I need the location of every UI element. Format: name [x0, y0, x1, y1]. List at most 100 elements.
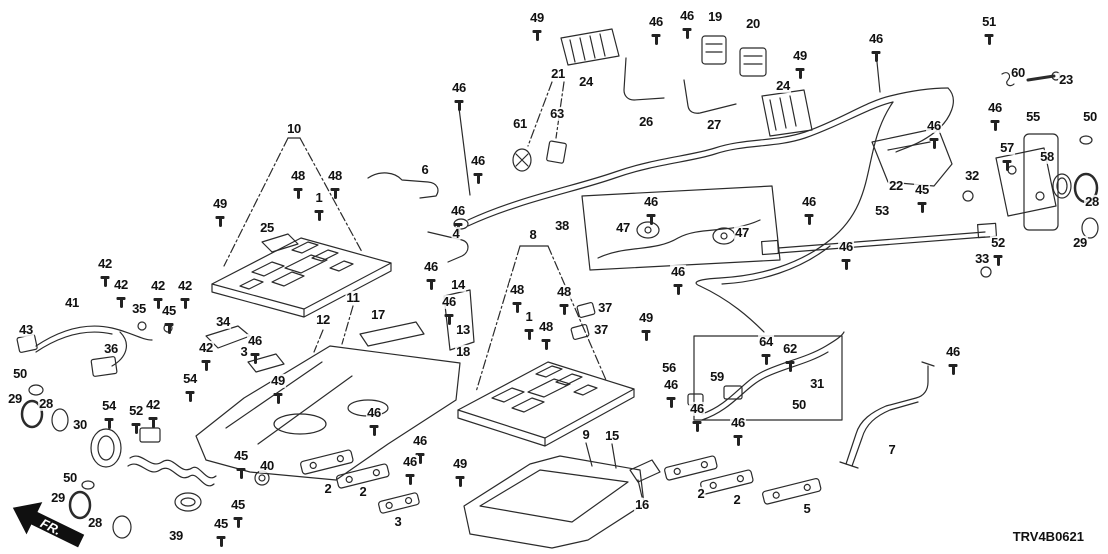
- part-callout-48[interactable]: 48: [556, 283, 572, 300]
- part-callout-56[interactable]: 56: [661, 359, 677, 376]
- part-callout-45[interactable]: 45: [233, 447, 249, 464]
- part-callout-50[interactable]: 50: [12, 365, 28, 382]
- part-callout-50[interactable]: 50: [1082, 108, 1098, 125]
- part-callout-60[interactable]: 60: [1010, 64, 1026, 81]
- part-callout-2[interactable]: 2: [323, 480, 333, 497]
- part-callout-4[interactable]: 4: [451, 225, 461, 242]
- part-callout-2[interactable]: 2: [732, 491, 742, 508]
- part-callout-39[interactable]: 39: [168, 527, 184, 544]
- part-callout-43[interactable]: 43: [18, 321, 34, 338]
- part-callout-26[interactable]: 26: [638, 113, 654, 130]
- part-callout-46[interactable]: 46: [987, 99, 1003, 116]
- part-callout-46[interactable]: 46: [451, 79, 467, 96]
- part-callout-46[interactable]: 46: [926, 117, 942, 134]
- part-callout-2[interactable]: 2: [358, 483, 368, 500]
- part-callout-49[interactable]: 49: [638, 309, 654, 326]
- part-callout-32[interactable]: 32: [964, 167, 980, 184]
- part-callout-45[interactable]: 45: [161, 302, 177, 319]
- part-callout-36[interactable]: 36: [103, 340, 119, 357]
- part-callout-2[interactable]: 2: [696, 485, 706, 502]
- part-callout-23[interactable]: 23: [1058, 71, 1074, 88]
- part-callout-62[interactable]: 62: [782, 340, 798, 357]
- part-callout-1[interactable]: 1: [524, 308, 534, 325]
- part-callout-40[interactable]: 40: [259, 457, 275, 474]
- part-callout-29[interactable]: 29: [7, 390, 23, 407]
- part-callout-42[interactable]: 42: [150, 277, 166, 294]
- part-callout-49[interactable]: 49: [529, 9, 545, 26]
- part-callout-3[interactable]: 3: [239, 343, 249, 360]
- part-callout-3[interactable]: 3: [393, 513, 403, 530]
- part-callout-55[interactable]: 55: [1025, 108, 1041, 125]
- part-callout-24[interactable]: 24: [775, 77, 791, 94]
- part-callout-28[interactable]: 28: [1084, 193, 1100, 210]
- part-callout-45[interactable]: 45: [213, 515, 229, 532]
- part-callout-11[interactable]: 11: [345, 289, 361, 306]
- part-callout-30[interactable]: 30: [72, 416, 88, 433]
- part-callout-34[interactable]: 34: [215, 313, 231, 330]
- part-callout-57[interactable]: 57: [999, 139, 1015, 156]
- part-callout-37[interactable]: 37: [593, 321, 609, 338]
- part-callout-49[interactable]: 49: [452, 455, 468, 472]
- part-callout-47[interactable]: 47: [615, 219, 631, 236]
- part-callout-49[interactable]: 49: [792, 47, 808, 64]
- part-callout-17[interactable]: 17: [370, 306, 386, 323]
- part-callout-14[interactable]: 14: [450, 276, 466, 293]
- part-callout-16[interactable]: 16: [634, 496, 650, 513]
- part-callout-42[interactable]: 42: [113, 276, 129, 293]
- part-callout-45[interactable]: 45: [914, 181, 930, 198]
- part-callout-18[interactable]: 18: [455, 343, 471, 360]
- part-callout-42[interactable]: 42: [97, 255, 113, 272]
- part-callout-29[interactable]: 29: [1072, 234, 1088, 251]
- part-callout-58[interactable]: 58: [1039, 148, 1055, 165]
- part-callout-35[interactable]: 35: [131, 300, 147, 317]
- part-callout-48[interactable]: 48: [509, 281, 525, 298]
- part-callout-46[interactable]: 46: [402, 453, 418, 470]
- part-callout-31[interactable]: 31: [809, 375, 825, 392]
- part-callout-51[interactable]: 51: [981, 13, 997, 30]
- part-callout-46[interactable]: 46: [801, 193, 817, 210]
- part-callout-22[interactable]: 22: [888, 177, 904, 194]
- part-callout-33[interactable]: 33: [974, 250, 990, 267]
- part-callout-19[interactable]: 19: [707, 8, 723, 25]
- part-callout-63[interactable]: 63: [549, 105, 565, 122]
- part-callout-6[interactable]: 6: [420, 161, 430, 178]
- part-callout-61[interactable]: 61: [512, 115, 528, 132]
- part-callout-13[interactable]: 13: [455, 321, 471, 338]
- part-callout-24[interactable]: 24: [578, 73, 594, 90]
- part-callout-7[interactable]: 7: [887, 441, 897, 458]
- part-callout-46[interactable]: 46: [670, 263, 686, 280]
- part-callout-12[interactable]: 12: [315, 311, 331, 328]
- part-callout-37[interactable]: 37: [597, 299, 613, 316]
- part-callout-46[interactable]: 46: [663, 376, 679, 393]
- part-callout-50[interactable]: 50: [791, 396, 807, 413]
- part-callout-49[interactable]: 49: [270, 372, 286, 389]
- part-callout-50[interactable]: 50: [62, 469, 78, 486]
- part-callout-28[interactable]: 28: [38, 395, 54, 412]
- part-callout-53[interactable]: 53: [874, 202, 890, 219]
- part-callout-48[interactable]: 48: [290, 167, 306, 184]
- part-callout-46[interactable]: 46: [450, 202, 466, 219]
- part-callout-9[interactable]: 9: [581, 426, 591, 443]
- part-callout-28[interactable]: 28: [87, 514, 103, 531]
- part-callout-48[interactable]: 48: [327, 167, 343, 184]
- part-callout-42[interactable]: 42: [145, 396, 161, 413]
- part-callout-46[interactable]: 46: [247, 332, 263, 349]
- part-callout-42[interactable]: 42: [198, 339, 214, 356]
- part-callout-8[interactable]: 8: [528, 226, 538, 243]
- part-callout-64[interactable]: 64: [758, 333, 774, 350]
- part-callout-41[interactable]: 41: [64, 294, 80, 311]
- part-callout-59[interactable]: 59: [709, 368, 725, 385]
- part-callout-46[interactable]: 46: [689, 400, 705, 417]
- part-callout-42[interactable]: 42: [177, 277, 193, 294]
- part-callout-46[interactable]: 46: [366, 404, 382, 421]
- part-callout-46[interactable]: 46: [838, 238, 854, 255]
- part-callout-52[interactable]: 52: [990, 234, 1006, 251]
- part-callout-1[interactable]: 1: [314, 189, 324, 206]
- part-callout-20[interactable]: 20: [745, 15, 761, 32]
- part-callout-15[interactable]: 15: [604, 427, 620, 444]
- part-callout-46[interactable]: 46: [648, 13, 664, 30]
- part-callout-49[interactable]: 49: [212, 195, 228, 212]
- part-callout-46[interactable]: 46: [945, 343, 961, 360]
- part-callout-48[interactable]: 48: [538, 318, 554, 335]
- part-callout-54[interactable]: 54: [101, 397, 117, 414]
